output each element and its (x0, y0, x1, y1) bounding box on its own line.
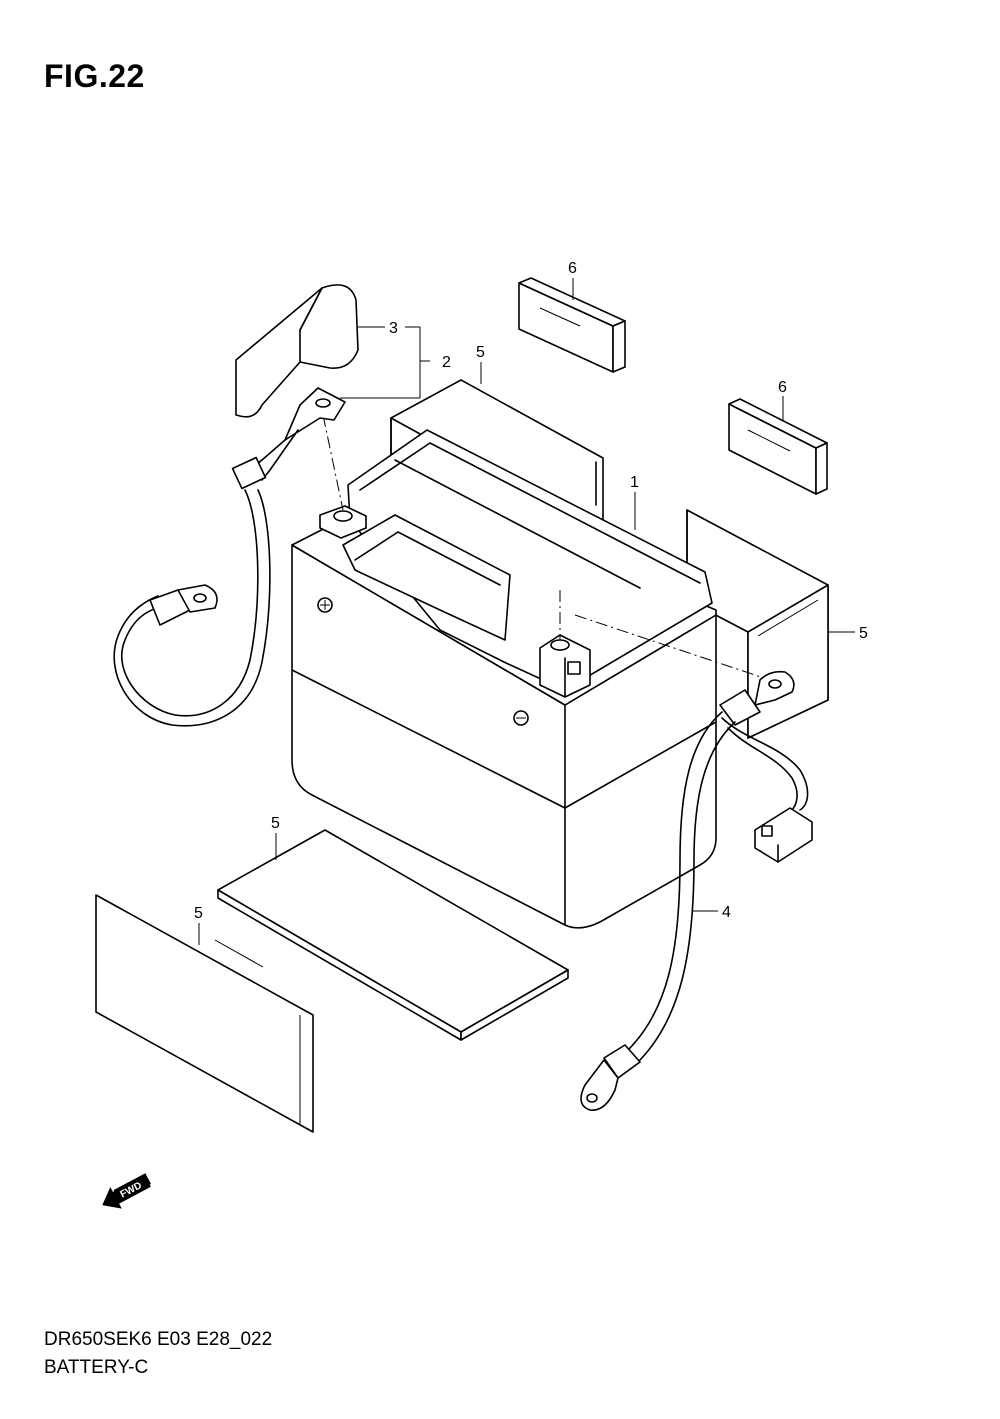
callout-6-top: 6 (568, 260, 577, 277)
positive-terminal-mark (317, 597, 333, 613)
callout-5-mat: 5 (271, 815, 280, 832)
leader-lines (198, 278, 855, 945)
pad-5-mat (217, 829, 569, 1041)
pad-6-top (518, 277, 626, 373)
callout-5-right: 5 (859, 625, 868, 642)
figure-title: FIG.22 (44, 58, 145, 94)
callout-5-top: 5 (476, 344, 485, 361)
positive-cable-2 (113, 387, 346, 727)
negative-cable-4 (580, 670, 813, 1111)
callout-6-right: 6 (778, 379, 787, 396)
callout-2: 2 (442, 354, 451, 371)
callout-3: 3 (389, 320, 398, 337)
fwd-label: FWD (118, 1180, 143, 1200)
alignment-line-positive (322, 414, 344, 511)
callout-4: 4 (722, 904, 731, 921)
pad-6-right (728, 398, 828, 495)
callout-5-left: 5 (194, 905, 203, 922)
figure-name: BATTERY-C (44, 1357, 149, 1378)
model-code: DR650SEK6 E03 E28_022 (44, 1329, 273, 1350)
callout-1: 1 (630, 474, 639, 491)
negative-terminal-mark (513, 710, 529, 726)
fwd-arrow-icon: FWD (102, 1173, 151, 1209)
battery (291, 429, 717, 929)
alignment-line-negative (574, 614, 771, 681)
terminal-cover-3 (235, 284, 359, 418)
pad-5-left (95, 894, 314, 1133)
